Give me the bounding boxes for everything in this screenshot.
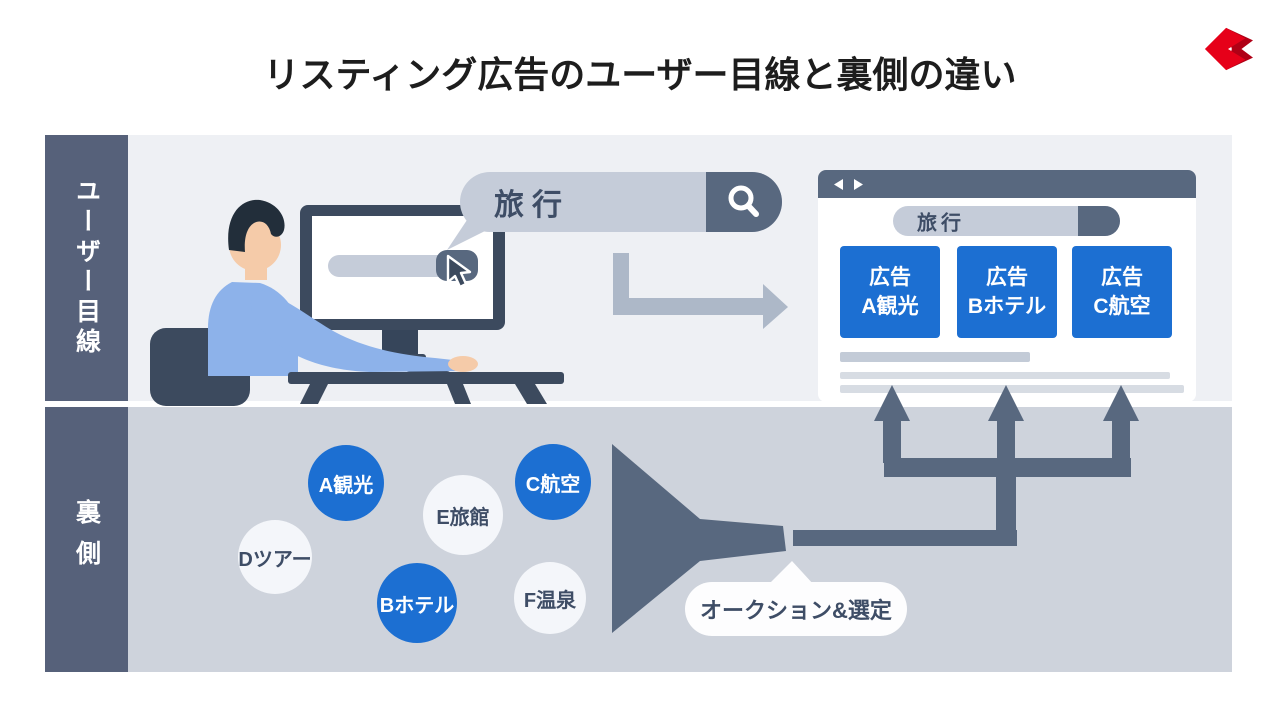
advertiser-label: F温泉 — [523, 589, 577, 612]
band-label-backstage: 裏側 — [45, 407, 128, 672]
advertiser-a: A観光 — [308, 445, 384, 521]
ad-name: C航空 — [1093, 295, 1151, 318]
ad-result-b: 広告 Bホテル — [957, 246, 1057, 338]
advertiser-label: Dツアー — [238, 548, 312, 571]
search-bubble: 旅行 — [460, 172, 782, 232]
advertiser-label: C航空 — [525, 473, 581, 496]
result-placeholder-bar — [840, 385, 1184, 393]
ad-tag: 広告 — [869, 266, 911, 289]
advertiser-label: A観光 — [318, 474, 374, 497]
brand-logo-icon — [1204, 27, 1253, 71]
flow-arrow-search-to-results — [613, 253, 788, 329]
ad-name: A観光 — [861, 295, 919, 318]
advertiser-c: C航空 — [515, 444, 591, 520]
advertiser-d: Dツアー — [238, 520, 312, 594]
page-title: リスティング広告のユーザー目線と裏側の違い — [263, 54, 1017, 95]
browser-title-bar — [818, 170, 1196, 198]
advertiser-label: E旅館 — [436, 506, 490, 529]
band-backstage — [45, 407, 1232, 672]
forward-icon — [854, 178, 863, 190]
person-at-computer-illustration — [150, 199, 564, 406]
band-label-user: ユーザー目線 — [45, 135, 128, 401]
result-placeholder-bar — [840, 352, 1030, 362]
search-query: 旅行 — [494, 189, 570, 222]
search-icon — [728, 185, 759, 217]
auction-label-bubble: オークション&選定 — [685, 582, 907, 636]
advertiser-f: F温泉 — [514, 562, 586, 634]
ad-tag: 広告 — [1101, 266, 1143, 289]
browser-window: 旅行 広告 A観光 広告 Bホテル 広告 C航空 — [818, 170, 1196, 402]
serp-query: 旅行 — [917, 212, 965, 235]
ad-name: Bホテル — [967, 295, 1047, 318]
band-label-user-text: ユーザー目線 — [72, 178, 101, 358]
result-placeholder-bar — [840, 372, 1170, 379]
serp-search-bar: 旅行 — [893, 206, 1120, 236]
serp-search-knob — [1078, 206, 1120, 236]
band-label-backstage-text: 裏側 — [72, 498, 101, 581]
auction-label-text: オークション&選定 — [700, 598, 892, 623]
advertiser-label: Bホテル — [379, 594, 455, 617]
ad-result-c: 広告 C航空 — [1072, 246, 1172, 338]
ad-result-a: 広告 A観光 — [840, 246, 940, 338]
ad-tag: 広告 — [986, 266, 1028, 289]
back-icon — [834, 178, 843, 190]
advertiser-e: E旅館 — [423, 475, 503, 555]
search-button — [706, 172, 782, 232]
advertiser-b: Bホテル — [377, 563, 457, 643]
